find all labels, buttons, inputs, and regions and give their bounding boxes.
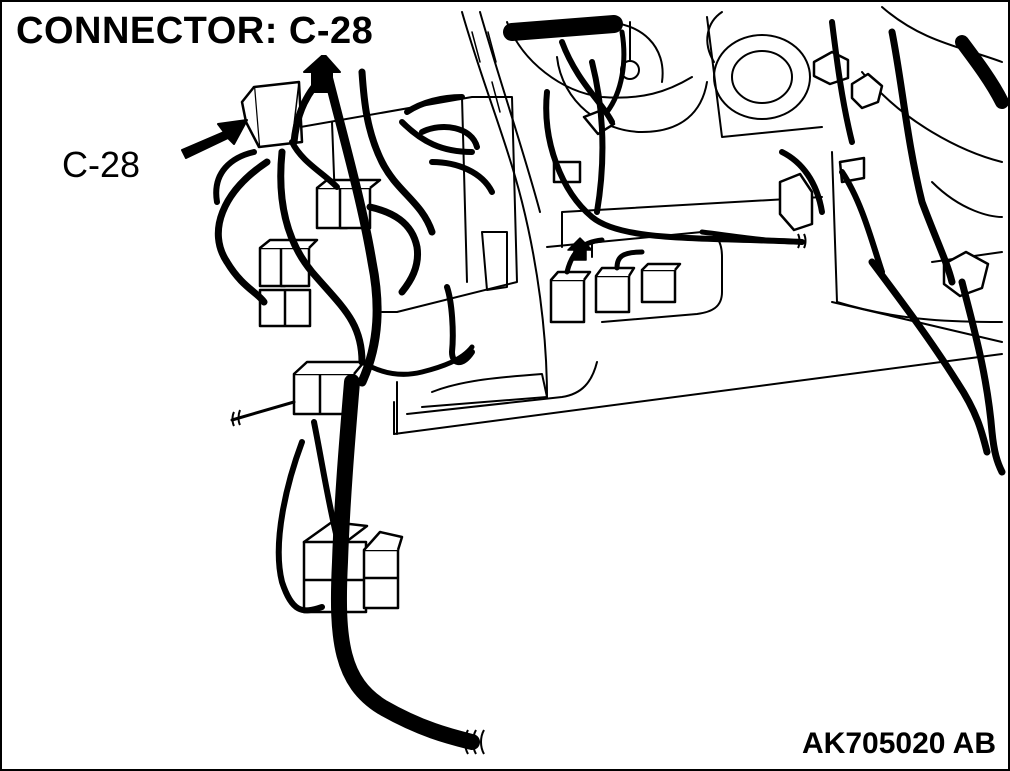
pointer-arrows [181, 53, 593, 261]
connector-wire-lead [292, 360, 366, 416]
callout-arrow [181, 119, 248, 159]
wire-cut-ends [231, 233, 807, 755]
connector-right-group [778, 50, 990, 298]
connector-blocks [240, 50, 990, 614]
up-arrow [303, 53, 341, 93]
tray-arrow [567, 237, 593, 261]
connector-bottom-pair [302, 520, 404, 614]
connector-title: CONNECTOR: C-28 [16, 10, 380, 55]
figure-reference-code: AK705020 AB [802, 727, 996, 760]
connector-left-stack [258, 238, 319, 328]
connector-callout-label: C-28 [62, 144, 141, 185]
connector-c-28 [240, 80, 304, 149]
connector-tray-row [549, 262, 682, 324]
